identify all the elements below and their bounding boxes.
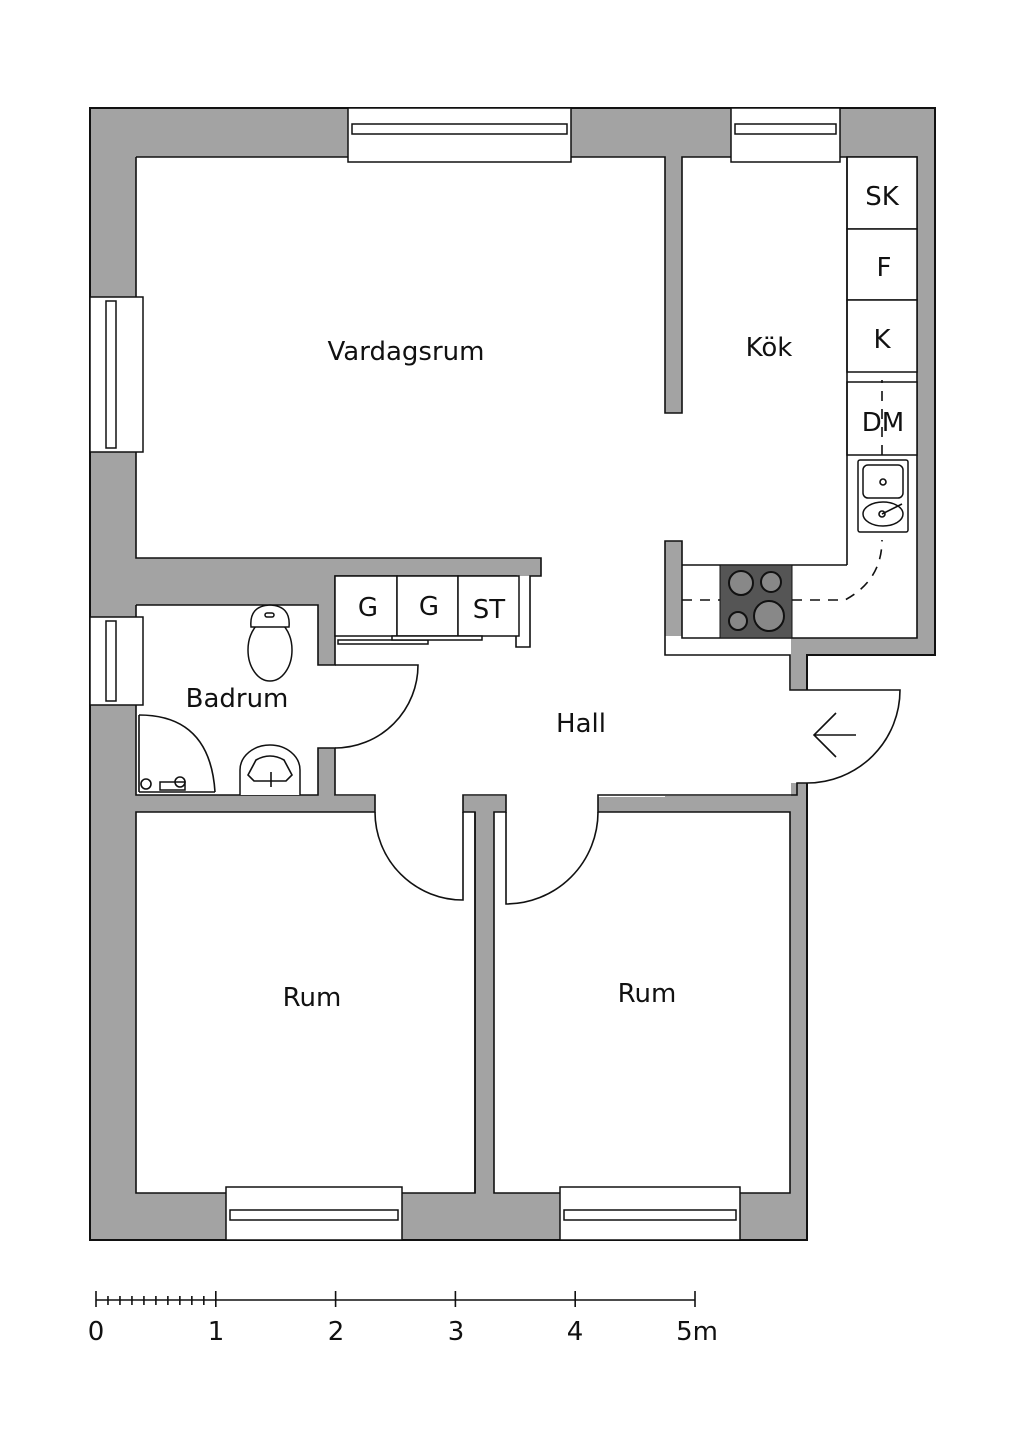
hall-closets: G G ST	[334, 575, 520, 645]
cabinet-f: F	[877, 253, 892, 283]
scale-label-0: 0	[88, 1317, 105, 1347]
door-badrum	[334, 664, 419, 749]
closet-st: ST	[473, 595, 506, 625]
window-bottom-rum2	[559, 1186, 741, 1241]
door-rum1	[374, 811, 464, 901]
cabinet-k: K	[873, 325, 891, 355]
room-label-rum-1: Rum	[283, 983, 342, 1013]
window-left-living	[89, 296, 144, 453]
closet-g1: G	[358, 593, 378, 623]
scale-label-5: 5m	[676, 1317, 718, 1347]
bathroom-fixtures	[138, 604, 301, 795]
scale-label-3: 3	[448, 1317, 465, 1347]
room-label-hall: Hall	[556, 709, 606, 739]
door-rum2	[505, 811, 599, 905]
scale-label-4: 4	[567, 1317, 584, 1347]
shower-icon	[138, 714, 216, 793]
window-left-bath	[89, 616, 144, 706]
room-label-kok: Kök	[746, 333, 793, 363]
scale-bar: 0 1 2 3 4 5m	[88, 1291, 718, 1347]
window-top-living	[347, 107, 572, 163]
doors	[334, 664, 901, 905]
door-entrance	[806, 689, 901, 784]
stove-icon	[719, 564, 793, 639]
floor-areas	[136, 157, 917, 1193]
room-label-rum-2: Rum	[618, 979, 677, 1009]
cabinet-dm: DM	[862, 408, 904, 438]
window-bottom-rum1	[225, 1186, 403, 1241]
windows	[89, 107, 841, 1241]
toilet-icon	[247, 604, 293, 682]
room-label-vardagsrum: Vardagsrum	[328, 337, 485, 367]
closet-g2: G	[419, 592, 439, 622]
sink-icon	[857, 459, 909, 533]
window-top-kitchen	[730, 107, 841, 163]
scale-label-1: 1	[208, 1317, 225, 1347]
scale-label-2: 2	[328, 1317, 345, 1347]
kitchen-cabinets: SK F K DM	[682, 156, 918, 639]
washbasin-icon	[239, 744, 301, 795]
entrance-arrow-icon	[812, 712, 856, 758]
cabinet-sk: SK	[865, 182, 900, 212]
room-label-badrum: Badrum	[186, 684, 289, 714]
